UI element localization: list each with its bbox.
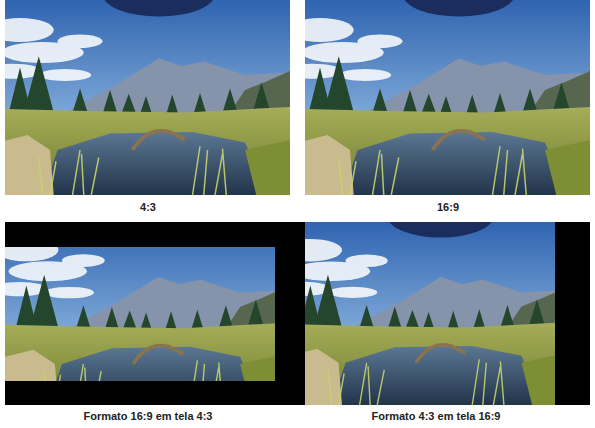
scene-4-3	[5, 0, 290, 195]
scene-16-9	[305, 0, 590, 195]
caption-label: 16:9	[437, 201, 459, 214]
caption-label: Formato 16:9 em tela 4:3	[84, 410, 213, 423]
caption-label: Formato 4:3 em tela 16:9	[372, 410, 501, 423]
pillarbox-screen	[275, 222, 590, 405]
caption-label: 4:3	[140, 201, 156, 214]
letterbox-screen	[5, 222, 290, 405]
